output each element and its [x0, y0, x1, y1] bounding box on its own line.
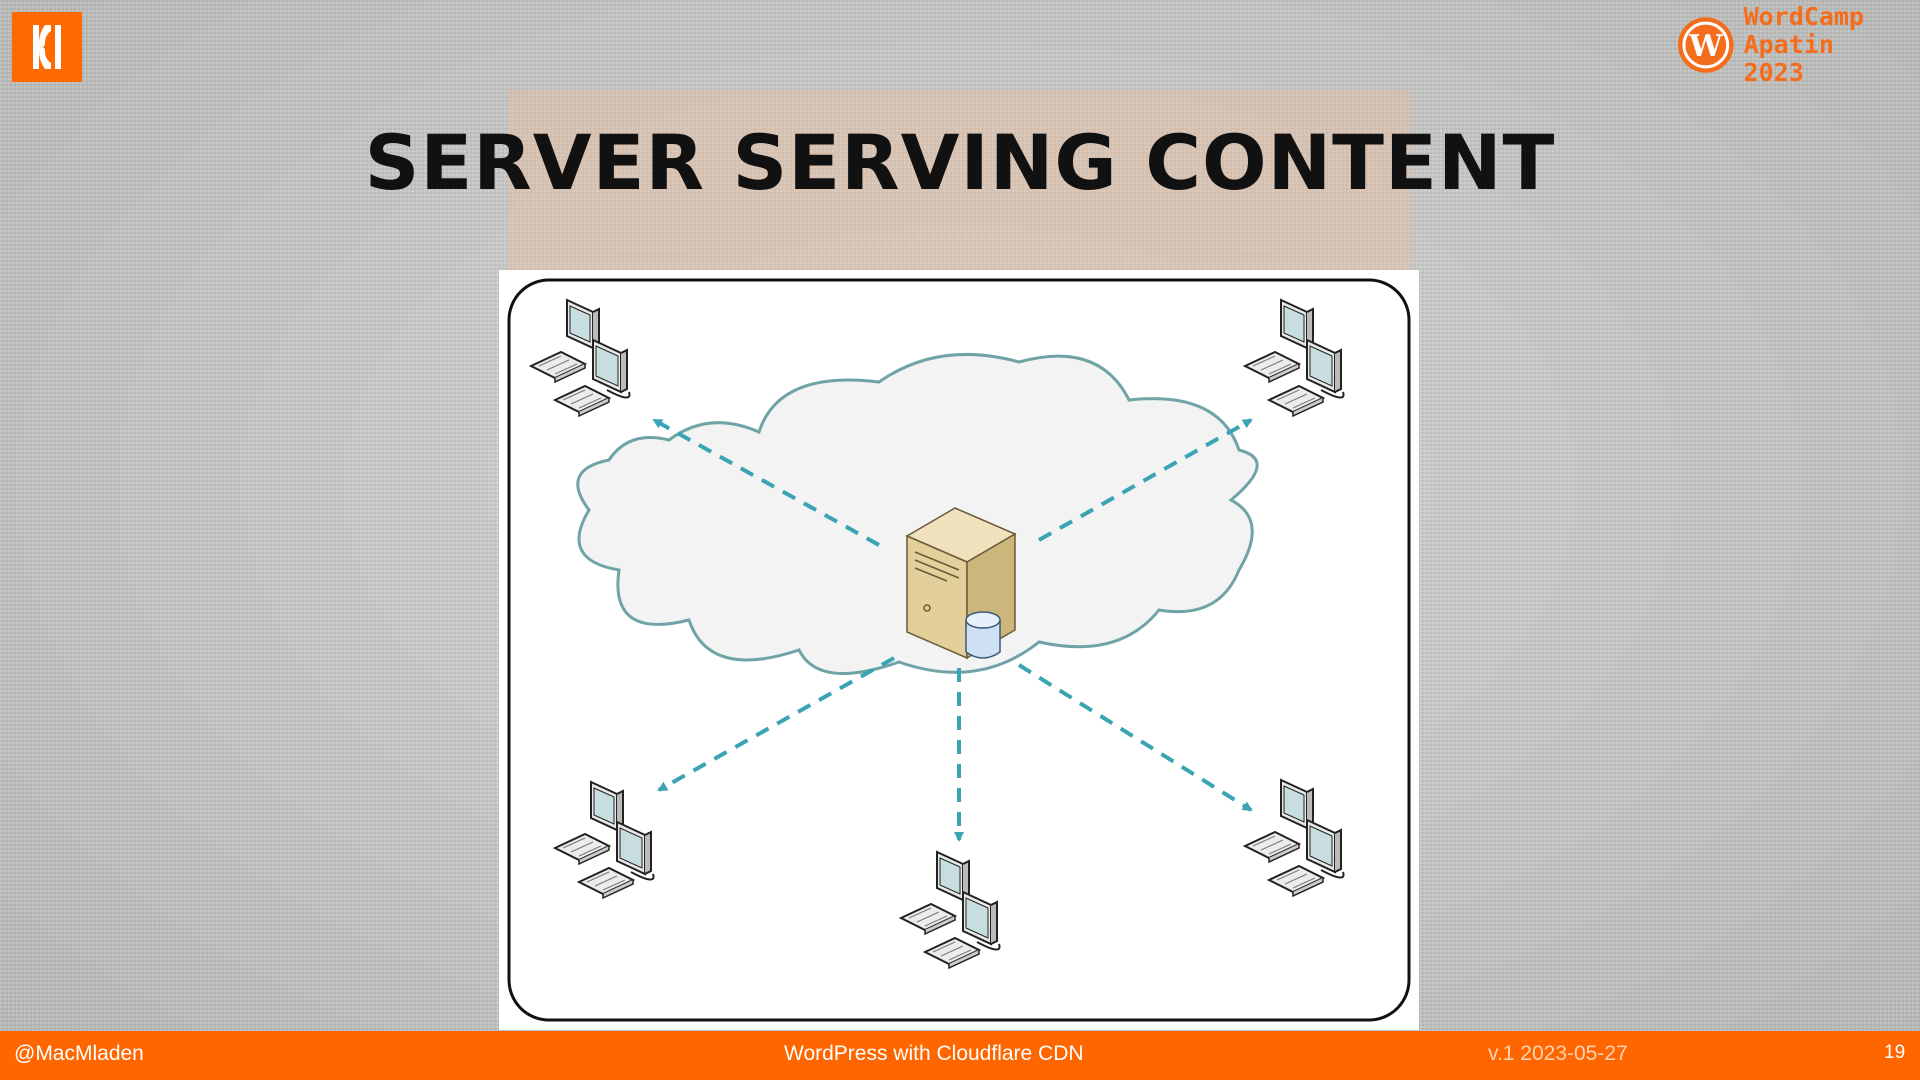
- diagram-svg: [507, 278, 1411, 1022]
- footer-handle: @MacMladen: [14, 1042, 144, 1065]
- arrow-to-top-right: [1038, 418, 1253, 542]
- footer-version: v.1 2023-05-27: [1488, 1042, 1628, 1065]
- data-flow-arrows: [652, 418, 1253, 842]
- event-location: Apatin 2023: [1743, 30, 1834, 87]
- wordcamp-logo: W WordCamp Apatin 2023: [1676, 3, 1908, 87]
- svg-text:W: W: [1688, 29, 1723, 64]
- arrow-to-top-left: [652, 418, 880, 547]
- network-diagram: [499, 270, 1419, 1030]
- event-name: WordCamp: [1743, 2, 1864, 31]
- k-logo-icon: [33, 25, 61, 69]
- arrow-to-bottom-right: [1017, 663, 1253, 812]
- footer-talk-title: WordPress with Cloudflare CDN: [784, 1042, 1084, 1065]
- wordpress-icon: W: [1677, 17, 1734, 73]
- footer-bar: @MacMladen WordPress with Cloudflare CDN…: [0, 1031, 1920, 1080]
- arrow-to-bottom-left: [657, 656, 895, 792]
- database-icon: [965, 611, 1001, 659]
- presenter-logo: [12, 12, 82, 82]
- page-number: 19: [1884, 1042, 1906, 1063]
- slide-title: SERVER SERVING CONTENT: [364, 118, 1556, 207]
- internet-cloud: [576, 353, 1259, 675]
- background-ghost-banner: [508, 90, 1410, 270]
